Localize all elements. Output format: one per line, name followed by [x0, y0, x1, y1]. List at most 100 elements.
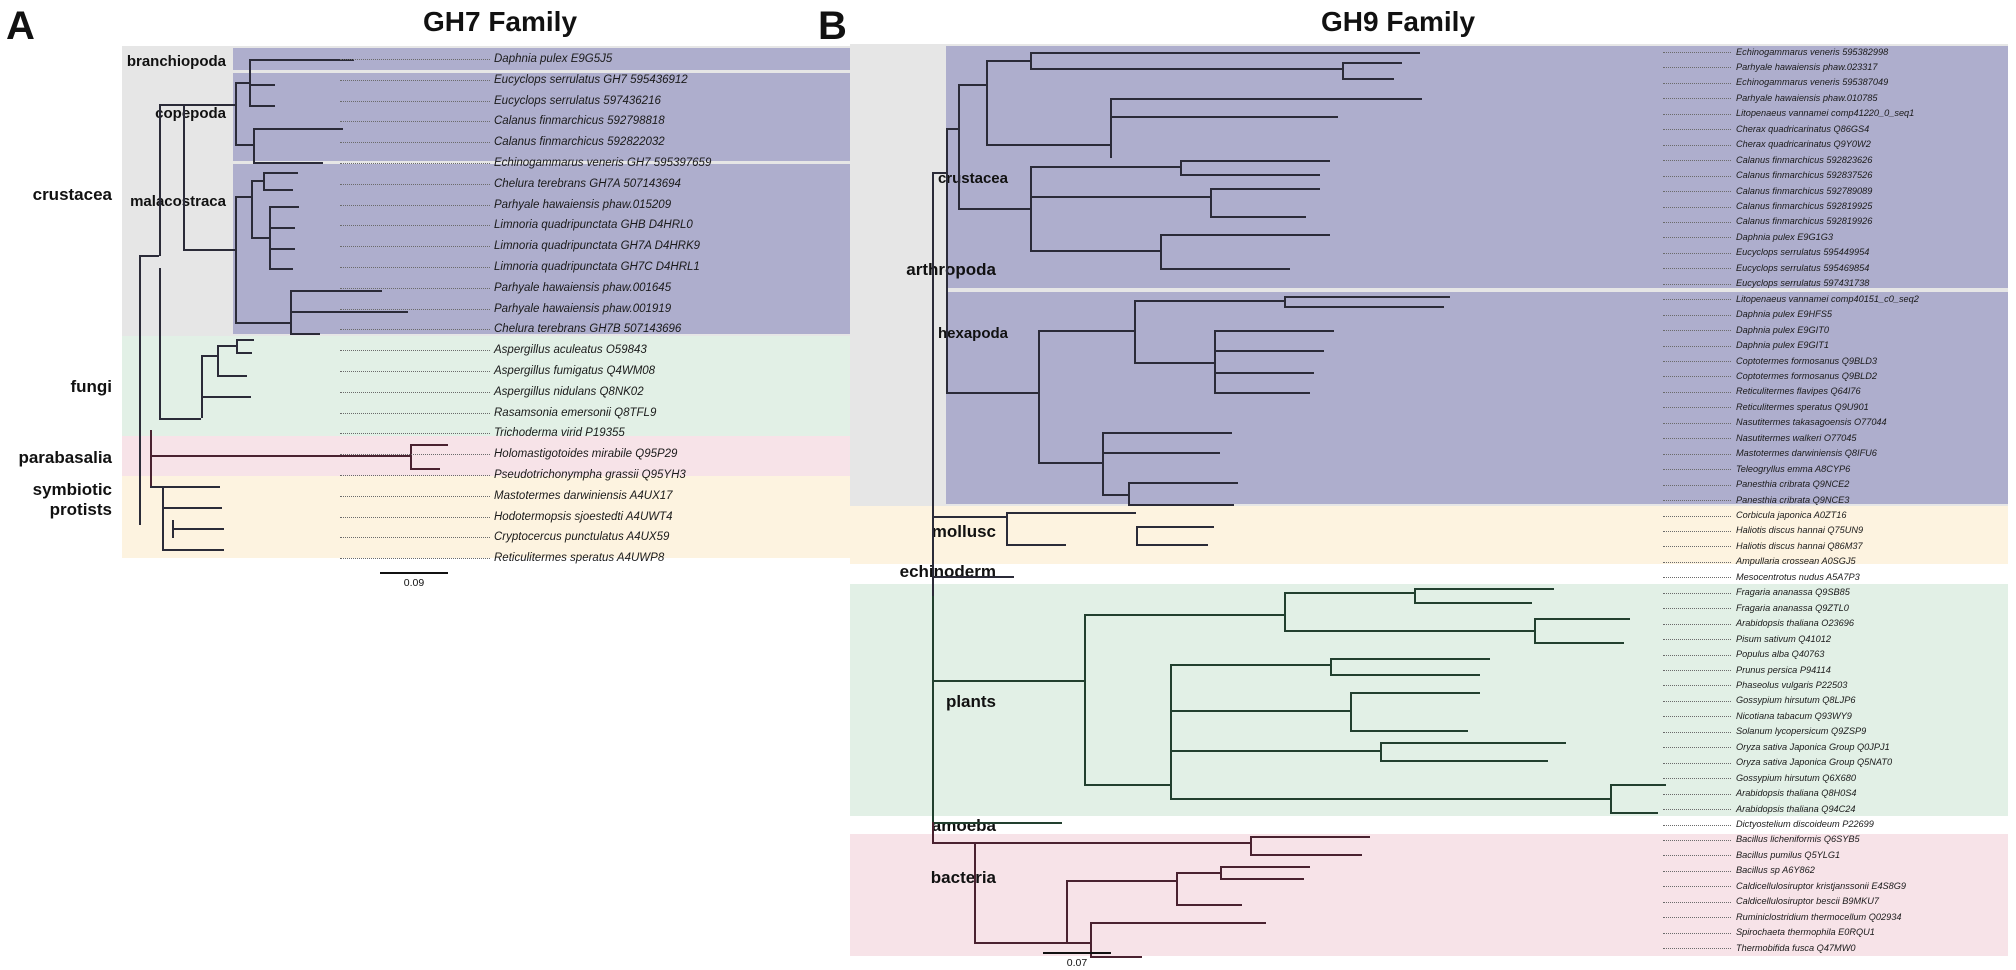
taxon-label: Mastotermes darwiniensis A4UX17 [494, 489, 673, 502]
branch [1284, 296, 1450, 298]
taxon-label: Coptotermes formosanus Q9BLD2 [1736, 370, 1877, 381]
group-label-mollusc: mollusc [931, 522, 996, 541]
subgroup-label-malacostraca: malacostraca [130, 193, 226, 210]
leaf-leader [340, 308, 490, 310]
branch [1250, 854, 1362, 856]
taxon-label: Calanus finmarchicus 592837526 [1736, 170, 1873, 181]
branch [249, 105, 275, 107]
leaf-leader [1663, 685, 1731, 687]
branch [162, 549, 224, 551]
branch [946, 392, 1038, 394]
taxon-label: Limnoria quadripunctata GH7C D4HRL1 [494, 261, 700, 273]
taxon-label: Calanus finmarchicus 592819925 [1736, 201, 1873, 211]
branch [1284, 592, 1286, 630]
branch [986, 60, 1030, 62]
clade-box-hexapoda [946, 292, 2008, 504]
branch [1006, 512, 1008, 544]
leaf-leader [1663, 453, 1731, 455]
branch [217, 375, 247, 377]
branch [1250, 836, 1370, 838]
taxon-label: Spirochaeta thermophila E0RQU1 [1736, 927, 1875, 938]
branch [139, 255, 141, 525]
leaf-leader [1663, 639, 1731, 641]
taxon-label: Ampullaria crossean A0SGJ5 [1736, 556, 1856, 567]
leaf-leader [1663, 67, 1731, 69]
branch [1380, 760, 1548, 762]
taxon-label: Reticulitermes speratus A4UWP8 [494, 552, 665, 565]
leaf-leader [1663, 793, 1731, 795]
branch [946, 128, 958, 130]
taxon-label: Bacillus sp A6Y862 [1736, 865, 1815, 876]
branch [1610, 812, 1658, 814]
branch [251, 237, 269, 239]
taxon-label: Cryptocercus punctulatus A4UX59 [494, 531, 670, 544]
branch [172, 528, 224, 530]
branch [183, 104, 185, 249]
branch [1330, 658, 1490, 660]
taxon-label: Eucyclops serrulatus 595449954 [1736, 247, 1870, 258]
branch [1102, 432, 1104, 494]
branch [1610, 784, 1612, 812]
leaf-leader [340, 475, 490, 476]
leaf-leader [340, 204, 490, 206]
branch [1066, 880, 1176, 882]
branch [1110, 98, 1112, 158]
branch [1330, 658, 1332, 674]
leaf-leader [340, 100, 490, 102]
taxon-label: Nasutitermes walkeri O77045 [1736, 432, 1857, 443]
taxon-label: Solanum lycopersicum Q9ZSP9 [1736, 726, 1867, 737]
taxon-label: Daphnia pulex E9G1G3 [1736, 231, 1834, 242]
branch [958, 84, 986, 86]
branch [201, 355, 203, 418]
branch [159, 104, 161, 256]
branch [1066, 880, 1068, 942]
branch [1134, 362, 1214, 364]
taxon-label: Parhyale hawaiensis phaw.001919 [494, 302, 672, 315]
taxon-label: Calanus finmarchicus 592798818 [494, 115, 665, 128]
branch [974, 842, 1250, 844]
branch [1214, 350, 1324, 352]
taxon-label: Echinogammarus veneris GH7 595397659 [494, 157, 712, 169]
branch [183, 249, 235, 251]
branch [932, 516, 1006, 518]
branch [1084, 614, 1086, 784]
branch [162, 486, 220, 488]
branch [253, 128, 343, 130]
branch [986, 144, 1110, 146]
taxon-label: Caldicellulosiruptor bescii B9MKU7 [1736, 896, 1879, 907]
branch [1134, 300, 1284, 302]
subgroup-label-branchiopoda: branchiopoda [126, 53, 226, 70]
branch [1176, 872, 1220, 874]
branch [162, 486, 164, 538]
branch [1220, 866, 1222, 878]
taxon-label: Limnoria quadripunctata GH7A D4HRK9 [494, 240, 701, 253]
branch [159, 268, 161, 418]
branch [159, 104, 183, 106]
clade-box-copepoda [233, 73, 888, 161]
taxon-label: Calanus finmarchicus 592789089 [1736, 185, 1873, 196]
panel-letter-b: B [818, 4, 847, 48]
taxon-label: Eucyclops serrulatus 597436216 [494, 94, 661, 107]
leaf-leader [1663, 330, 1731, 332]
branch [159, 418, 201, 420]
taxon-label: Arabidopsis thaliana O23696 [1736, 618, 1854, 629]
band-plants [850, 584, 2008, 816]
taxon-label: Bacillus licheniformis Q6SYB5 [1736, 834, 1860, 845]
taxon-label: Cherax quadricarinatus Q86GS4 [1736, 123, 1870, 134]
leaf-leader [1663, 206, 1731, 208]
branch [1136, 526, 1214, 528]
branch [1284, 592, 1414, 594]
branch [1180, 174, 1320, 176]
branch [236, 352, 252, 354]
group-label-bacteria: bacteria [930, 868, 996, 887]
branch [1030, 250, 1160, 252]
branch [1030, 68, 1342, 70]
taxon-label: Gossypium hirsutum Q8LJP6 [1736, 695, 1856, 706]
branch [932, 516, 934, 576]
branch [249, 59, 354, 61]
taxon-label: Corbicula japonica A0ZT16 [1736, 510, 1847, 520]
taxon-label: Reticulitermes speratus Q9U901 [1736, 401, 1869, 412]
taxon-label: Calanus finmarchicus 592822032 [494, 136, 665, 149]
branch [1534, 642, 1624, 644]
branch [1214, 392, 1310, 394]
